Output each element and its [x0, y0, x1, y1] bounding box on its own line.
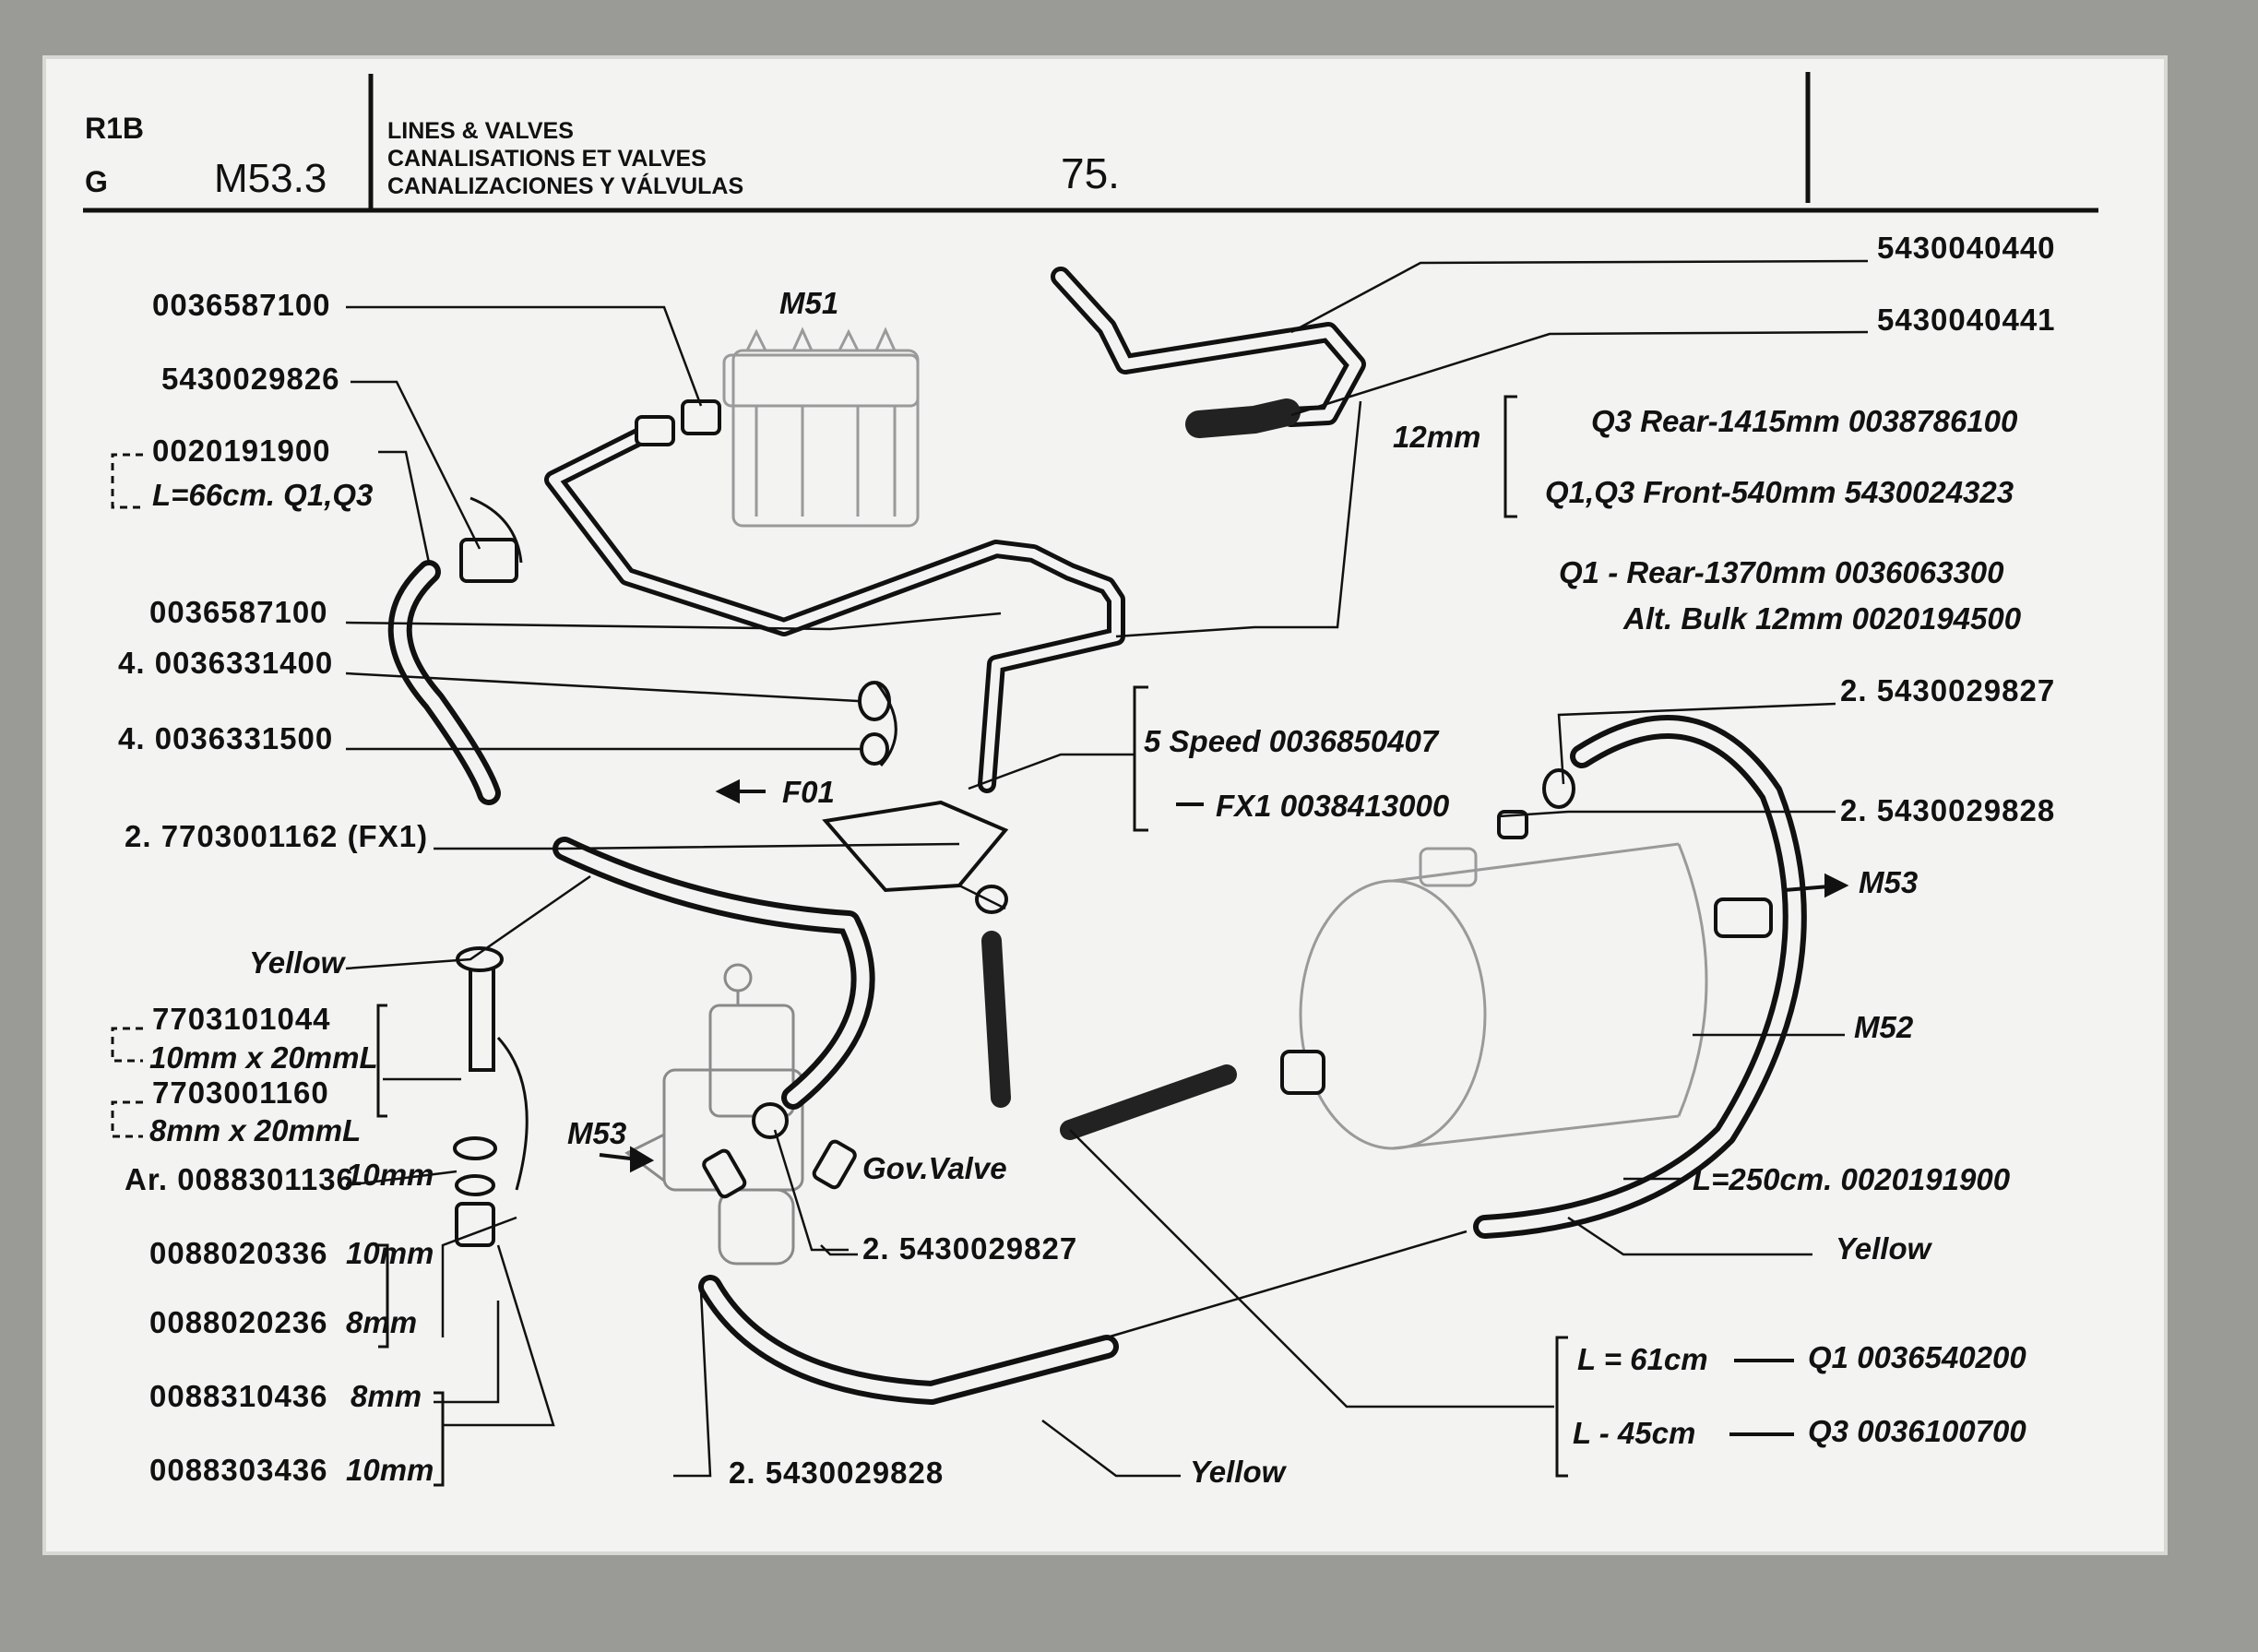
label-f01: F01 [782, 775, 835, 809]
label-5430029826: 5430029826 [161, 362, 340, 396]
label-m52: M52 [1854, 1010, 1914, 1044]
label-0088020236: 0088020236 [149, 1305, 328, 1339]
model-code-line2: G [85, 165, 108, 198]
m51-valve-drawing [722, 327, 920, 528]
label-5430040441: 5430040441 [1877, 303, 2056, 337]
part-labels: 0036587100 M51 5430029826 0020191900 L=6… [118, 231, 2056, 1490]
model-code-line1: R1B [85, 112, 144, 145]
label-0088020336: 0088020336 [149, 1236, 328, 1270]
label-gov-valve: Gov.Valve [862, 1151, 1007, 1185]
label-5-speed: 5 Speed 0036850407 [1144, 724, 1440, 758]
label-7703001162: 2. 7703001162 (FX1) [125, 819, 428, 853]
label-m51: M51 [779, 286, 838, 320]
label-0088020336-size: 10mm [346, 1236, 434, 1270]
arrow-m53-right [1784, 873, 1849, 898]
label-0036331400: 4. 0036331400 [118, 646, 333, 680]
arrow-m53-left [599, 1146, 655, 1173]
label-5430029827-bottom: 2. 5430029827 [862, 1231, 1077, 1266]
label-yellow-bottom: Yellow [1190, 1455, 1288, 1489]
label-10mm-x-20mml: 10mm x 20mmL [149, 1040, 378, 1075]
flow-arrows [599, 778, 1849, 1173]
label-0020191900: 0020191900 [152, 434, 331, 468]
length-dashes [1176, 802, 1794, 1436]
label-0088303436-size: 10mm [346, 1453, 434, 1487]
label-0036331500: 4. 0036331500 [118, 721, 333, 755]
label-12mm: 12mm [1393, 420, 1480, 454]
label-q3-rear: Q3 Rear-1415mm 0038786100 [1591, 404, 2018, 438]
label-fx1: FX1 0038413000 [1216, 789, 1450, 823]
label-5430029827-top: 2. 5430029827 [1840, 673, 2055, 707]
label-0088303436: 0088303436 [149, 1453, 328, 1487]
pipe-vertical [981, 931, 1011, 1108]
label-7703001160: 7703001160 [152, 1076, 329, 1110]
label-5430029828-right: 2. 5430029828 [1840, 793, 2055, 827]
hose-5430040441 [1185, 398, 1301, 438]
arrow-f01 [715, 778, 766, 804]
label-0088301136: Ar. 0088301136 [125, 1162, 354, 1196]
label-l-61cm: L = 61cm [1577, 1342, 1708, 1376]
title-spanish: CANALIZACIONES Y VÁLVULAS [387, 172, 743, 199]
label-l-66cm: L=66cm. Q1,Q3 [152, 478, 373, 512]
label-l-45cm: L - 45cm [1573, 1416, 1695, 1450]
label-5430040440: 5430040440 [1877, 231, 2056, 265]
label-l-250cm: L=250cm. 0020191900 [1693, 1162, 2011, 1196]
label-q3-45: Q3 0036100700 [1808, 1414, 2026, 1448]
label-0036587100-mid: 0036587100 [149, 595, 328, 629]
label-0088310436-size: 8mm [351, 1379, 422, 1413]
label-0088310436: 0088310436 [149, 1379, 328, 1413]
section-code: M53.3 [214, 156, 327, 201]
label-q1-rear: Q1 - Rear-1370mm 0036063300 [1559, 555, 2004, 589]
title-english: LINES & VALVES [387, 118, 574, 144]
title-french: CANALISATIONS ET VALVES [387, 146, 707, 172]
hose-lines [387, 267, 1807, 1405]
header-frame [83, 72, 2098, 213]
brackets [111, 395, 1568, 1487]
m52-tank-drawing [1299, 842, 1708, 1150]
label-q1-61: Q1 0036540200 [1808, 1340, 2026, 1374]
label-q1q3-front: Q1,Q3 Front-540mm 5430024323 [1545, 475, 2014, 509]
label-m53-left: M53 [567, 1116, 626, 1150]
pipe-61-45cm [1060, 1064, 1237, 1140]
label-0036587100-top: 0036587100 [152, 288, 331, 322]
label-5430029828-bottom: 2. 5430029828 [729, 1456, 944, 1490]
label-7703101044: 7703101044 [152, 1002, 331, 1036]
label-alt-bulk: Alt. Bulk 12mm 0020194500 [1622, 601, 2022, 636]
label-yellow-right: Yellow [1836, 1231, 1933, 1266]
label-yellow-left: Yellow [249, 945, 347, 980]
label-0088020236-size: 8mm [346, 1305, 417, 1339]
label-10mm-washer: 10mm [346, 1158, 434, 1192]
label-8mm-x-20mml: 8mm x 20mmL [149, 1113, 361, 1147]
page-number: 75. [1061, 149, 1120, 197]
leader-lines [345, 259, 1869, 1478]
fittings [453, 399, 1773, 1247]
label-m53-right: M53 [1859, 865, 1918, 899]
